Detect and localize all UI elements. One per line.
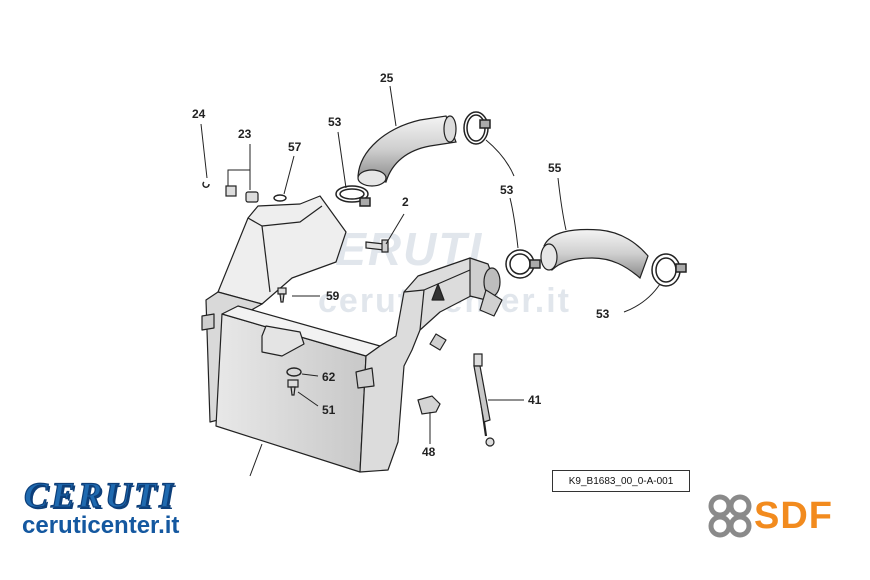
ceruti-logo: CERUTI <box>23 474 177 515</box>
screw-51 <box>287 379 299 396</box>
hose-55 <box>540 228 649 280</box>
hose-clamp-53-top <box>463 111 491 145</box>
callout-51: 51 <box>322 403 336 417</box>
callout-24: 24 <box>192 107 206 121</box>
callout-53-middle: 53 <box>500 183 514 197</box>
callout-41: 41 <box>528 393 542 407</box>
washer-62 <box>286 367 302 377</box>
callout-25: 25 <box>380 71 394 85</box>
callout-57: 57 <box>288 140 302 154</box>
callout-53-lower: 53 <box>596 307 610 321</box>
bolt-2 <box>365 239 389 253</box>
callout-23: 23 <box>238 127 252 141</box>
sdf-logo-text: SDF <box>754 494 833 537</box>
intercooler-assembly <box>201 195 503 473</box>
hose-clamp-53-middle <box>505 249 541 279</box>
screw-59 <box>277 287 287 303</box>
callout-2: 2 <box>402 195 409 209</box>
hose-25 <box>357 115 457 187</box>
cap-48 <box>417 395 441 415</box>
ceruti-url: ceruticenter.it <box>22 512 180 539</box>
callout-48: 48 <box>422 445 436 459</box>
washer-57 <box>273 194 287 202</box>
hose-clamp-53-upper <box>335 185 371 207</box>
callout-55: 55 <box>548 161 562 175</box>
gas-strut-41 <box>473 353 495 447</box>
leader-lines <box>200 85 661 477</box>
hose-clamp-53-lower <box>651 253 687 287</box>
circlip-24 <box>202 181 210 188</box>
callout-53-upper: 53 <box>328 115 342 129</box>
drawing-reference-code: K9_B1683_00_0-A-001 <box>552 470 690 492</box>
callout-59: 59 <box>326 289 340 303</box>
sdf-logo: SDF <box>706 492 833 540</box>
sdf-symbol <box>708 494 752 538</box>
pin-23 <box>225 185 259 203</box>
callout-62: 62 <box>322 370 336 384</box>
